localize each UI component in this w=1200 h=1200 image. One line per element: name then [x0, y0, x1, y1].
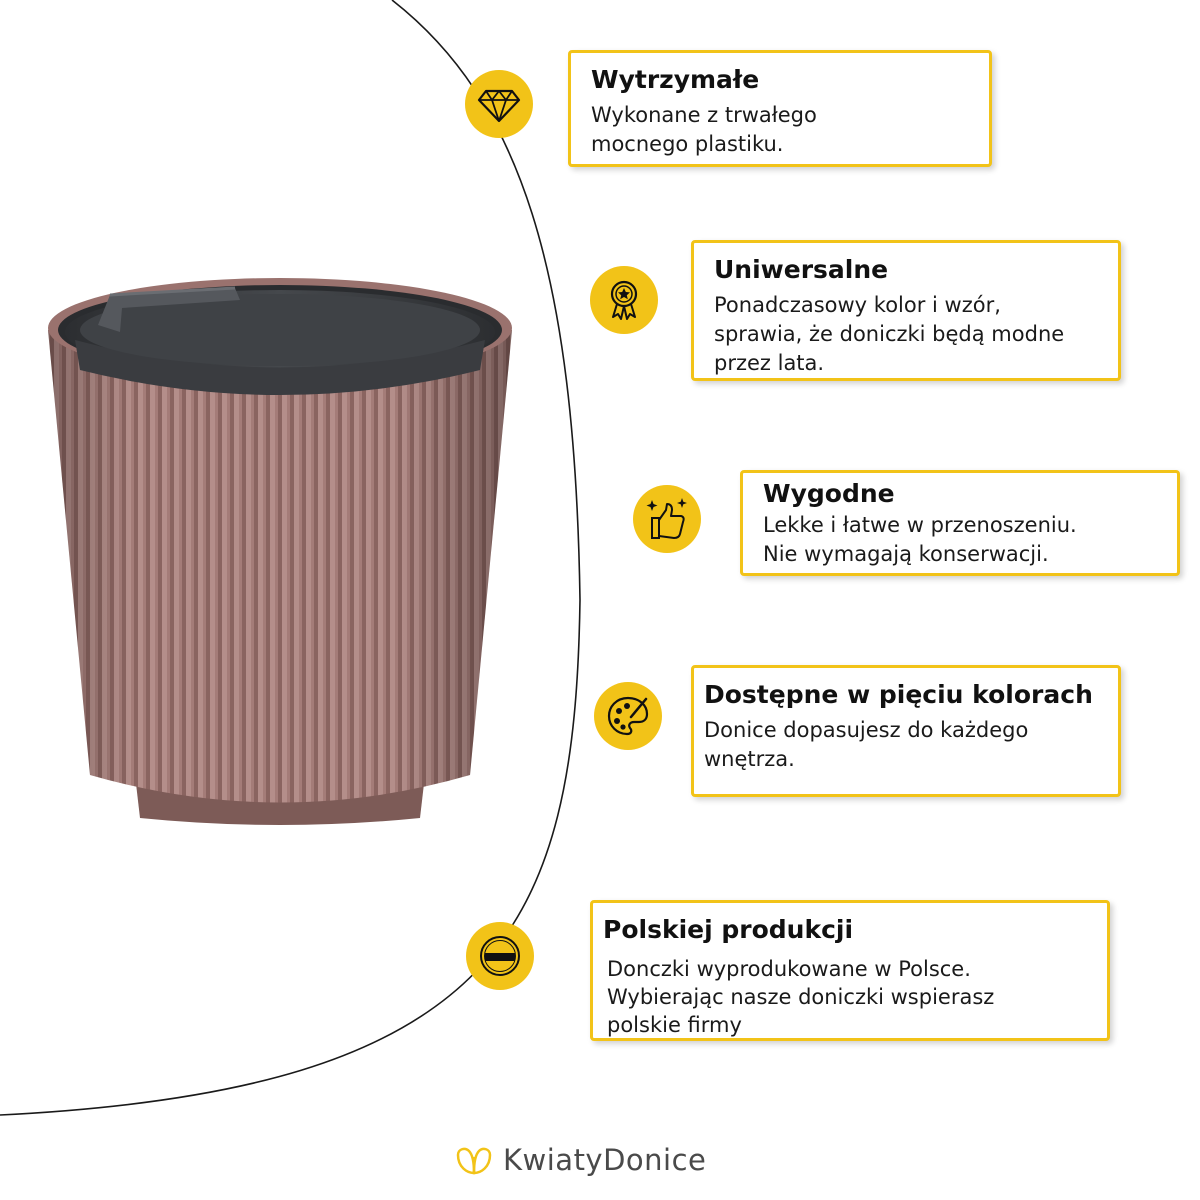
- feature-description: Donice dopasujesz do każdego wnętrza.: [704, 718, 1029, 771]
- flower-pot-image: [48, 278, 512, 825]
- diamond-icon: [465, 70, 533, 138]
- butterfly-leaf-logo-icon: [456, 1147, 492, 1175]
- feature-title: Wygodne: [763, 479, 895, 508]
- feature-description: Lekke i łatwe w przenoszeniu. Nie wymaga…: [763, 513, 1077, 566]
- feature-title: Uniwersalne: [714, 255, 889, 284]
- feature-title: Polskiej produkcji: [603, 915, 854, 944]
- feature-card-universal: Uniwersalne Ponadczasowy kolor i wzór, s…: [691, 240, 1121, 381]
- feature-description: Wykonane z trwałego mocnego plastiku.: [591, 103, 817, 156]
- feature-description: Ponadczasowy kolor i wzór, sprawia, że d…: [714, 293, 1065, 375]
- thumbs-up-sparkle-icon: [633, 485, 701, 553]
- paint-palette-icon: [594, 682, 662, 750]
- feature-description: Donczki wyprodukowane w Polsce. Wybieraj…: [607, 957, 995, 1037]
- feature-card-colors: Dostępne w pięciu kolorach Donice dopasu…: [691, 665, 1121, 797]
- award-medal-icon: [590, 266, 658, 334]
- brand-name: KwiatyDonice: [503, 1143, 707, 1177]
- feature-card-convenient: Wygodne Lekke i łatwe w przenoszeniu. Ni…: [740, 470, 1180, 576]
- feature-card-polish-made: Polskiej produkcji Donczki wyprodukowane…: [590, 900, 1110, 1041]
- feature-card-durable: Wytrzymałe Wykonane z trwałego mocnego p…: [568, 50, 992, 167]
- made-in-poland-stamp-icon: [466, 922, 534, 990]
- feature-title: Wytrzymałe: [591, 65, 760, 94]
- feature-title: Dostępne w pięciu kolorach: [704, 680, 1093, 709]
- brand-logo: KwiatyDonice: [455, 1138, 706, 1182]
